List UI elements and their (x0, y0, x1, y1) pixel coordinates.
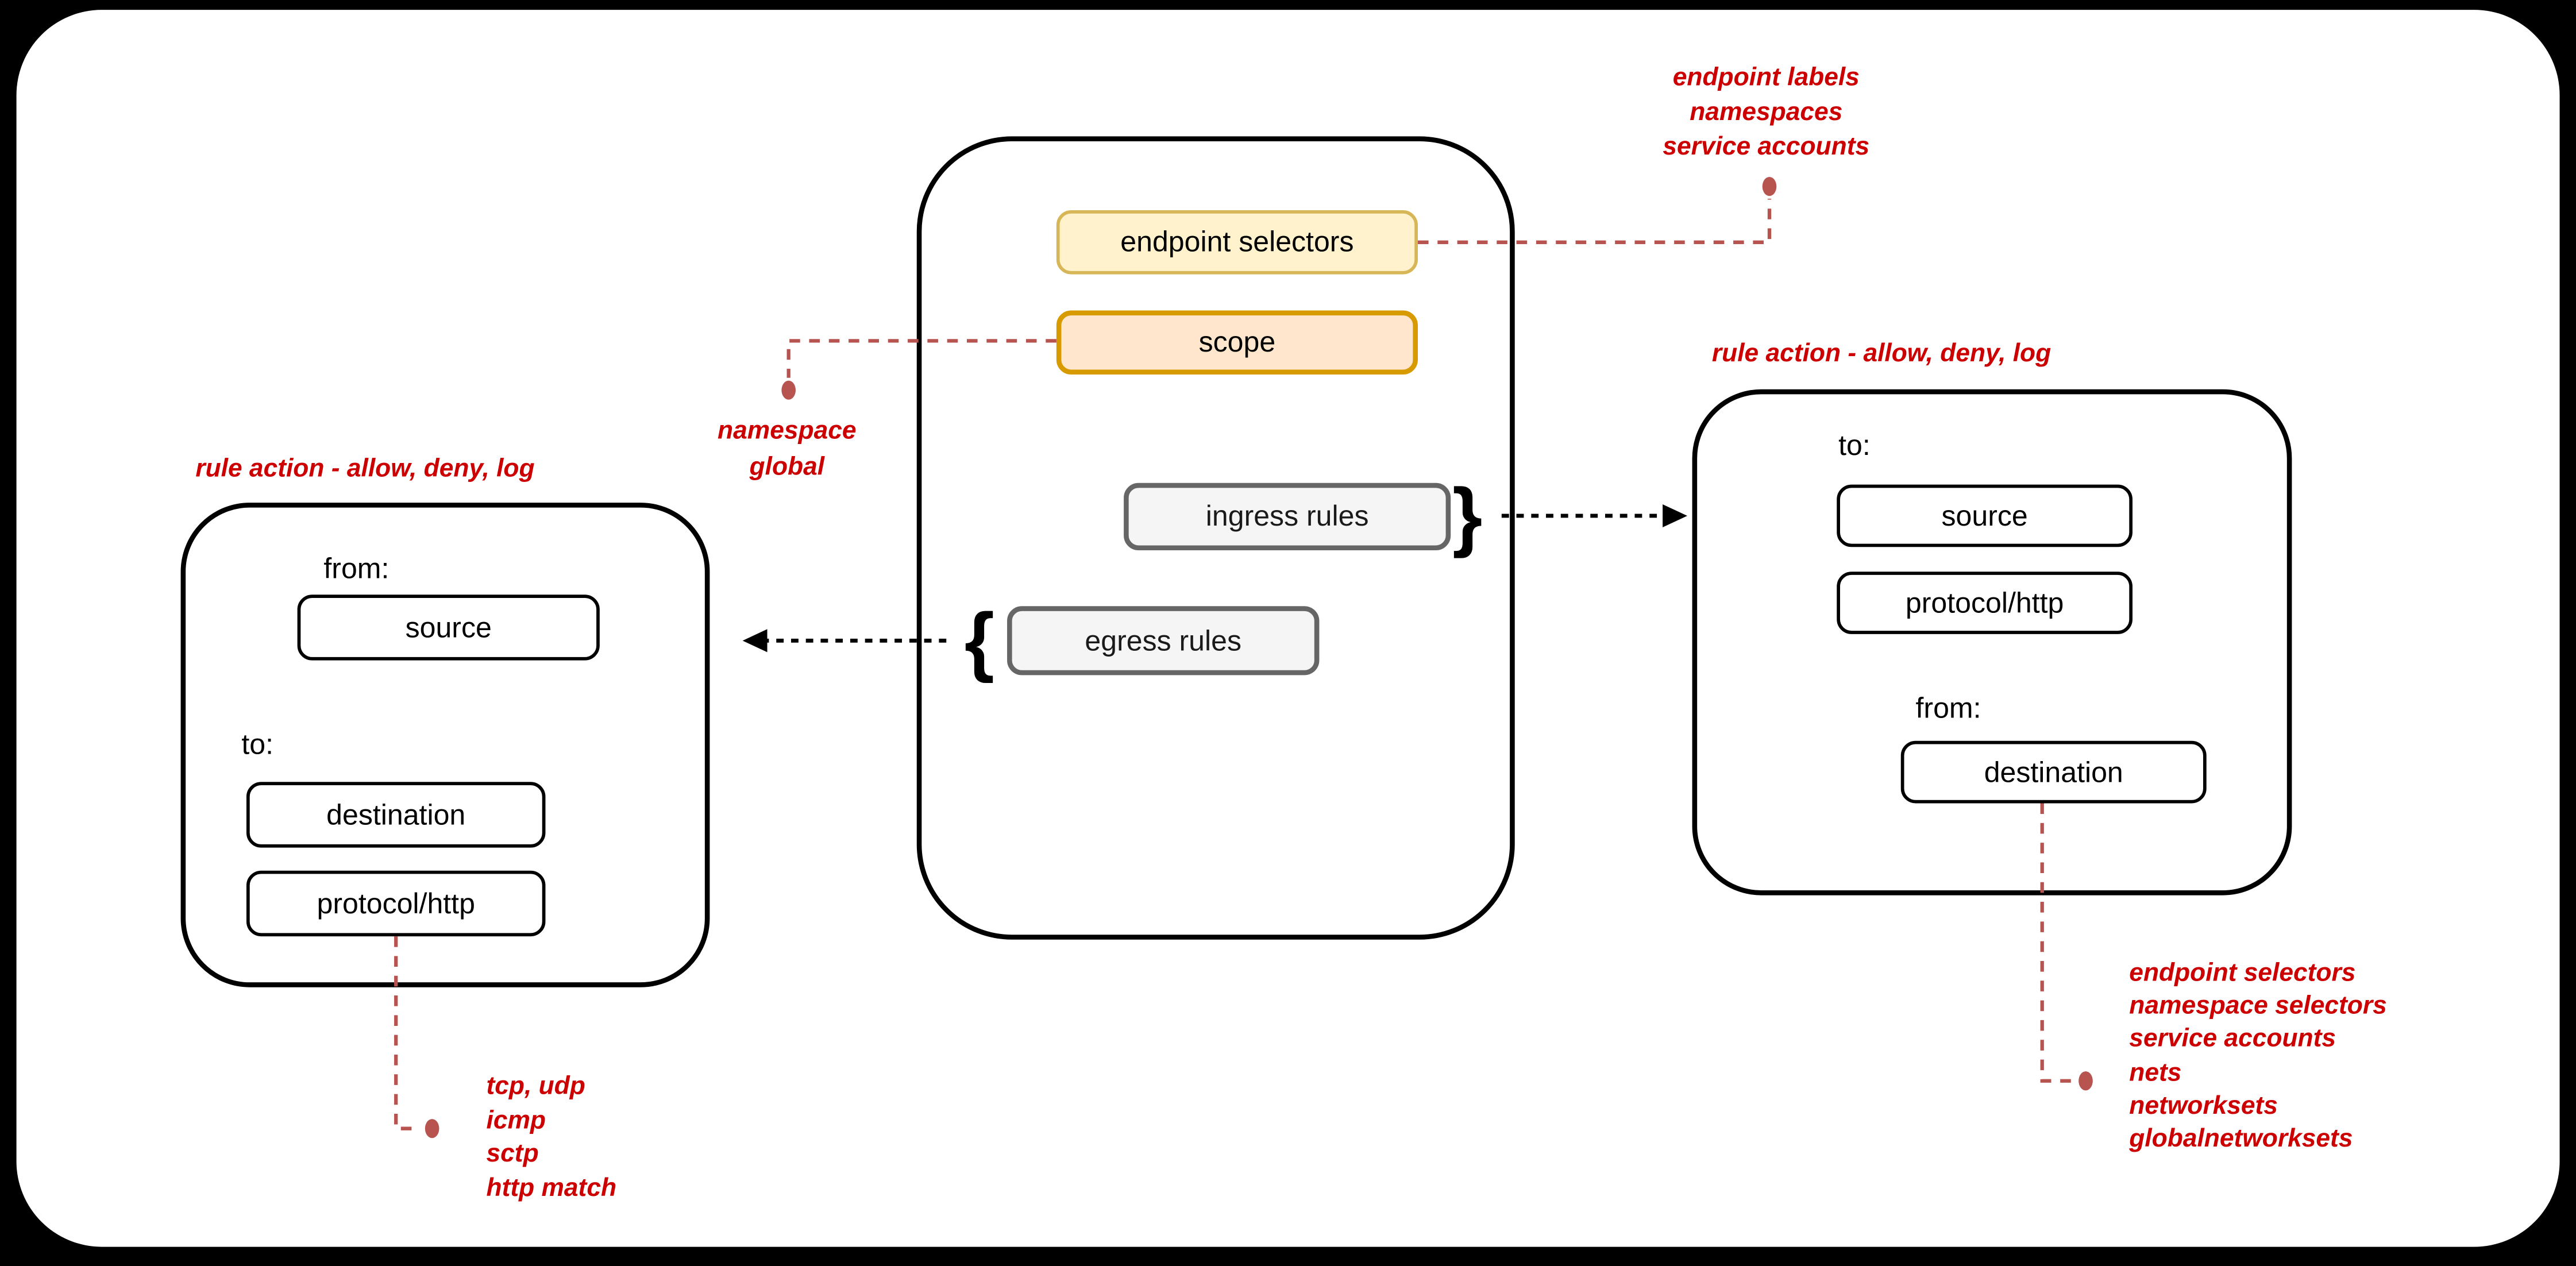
annotation-line: tcp, udp (486, 1072, 585, 1101)
egress-rule-action-note: rule action - allow, deny, log (195, 455, 535, 483)
egress-source-node: source (297, 595, 600, 661)
ingress-destination-label: destination (1984, 755, 2123, 788)
ingress-source-label: source (1941, 498, 2028, 532)
ingress-rule-action-note: rule action - allow, deny, log (1711, 339, 2051, 368)
annotation-line: nets (2129, 1059, 2182, 1087)
endpoint-selectors-annotation: endpoint labels namespaces service accou… (1569, 61, 1963, 164)
protocol-annotation: tcp, udp icmp sctp http match (486, 1071, 616, 1206)
ingress-rules-label: ingress rules (1205, 499, 1369, 532)
ingress-protocol-node: protocol/http (1837, 572, 2133, 634)
ingress-brace: } (1452, 471, 1483, 559)
annotation-line: endpoint selectors (2129, 959, 2356, 987)
egress-from-label: from: (323, 551, 390, 585)
annotation-line: global (749, 452, 825, 481)
egress-rules-node: egress rules (1007, 606, 1320, 676)
scope-node: scope (1056, 310, 1418, 375)
annotation-line: namespaces (1690, 98, 1843, 127)
annotation-line: namespace (718, 417, 857, 446)
egress-source-label: source (405, 610, 492, 643)
egress-destination-label: destination (326, 797, 466, 831)
ingress-from-label: from: (1915, 691, 1981, 725)
annotation-line: icmp (486, 1106, 546, 1134)
annotation-line: service accounts (2129, 1025, 2336, 1054)
annotation-line: service accounts (1663, 133, 1870, 161)
annotation-line: http match (486, 1174, 617, 1202)
annotation-line: endpoint labels (1672, 64, 1860, 92)
ingress-rules-node: ingress rules (1124, 483, 1451, 551)
ingress-to-label: to: (1838, 429, 1871, 462)
egress-protocol-node: protocol/http (246, 870, 546, 937)
scope-annotation: namespace global (680, 414, 894, 485)
egress-rules-label: egress rules (1085, 623, 1242, 657)
egress-destination-node: destination (246, 782, 546, 848)
ingress-protocol-label: protocol/http (1905, 585, 2064, 619)
annotation-line: namespace selectors (2129, 992, 2387, 1021)
egress-to-label: to: (241, 727, 274, 761)
ingress-detail-box (1692, 389, 2292, 896)
annotation-line: networksets (2129, 1092, 2278, 1120)
annotation-line: sctp (486, 1140, 539, 1168)
annotation-line: globalnetworksets (2129, 1125, 2353, 1153)
endpoint-selectors-node: endpoint selectors (1056, 210, 1418, 275)
egress-brace: { (964, 596, 995, 684)
egress-protocol-label: protocol/http (317, 886, 475, 920)
destination-annotation: endpoint selectors namespace selectors s… (2129, 958, 2386, 1157)
scope-label: scope (1198, 325, 1276, 358)
ingress-destination-node: destination (1900, 740, 2207, 804)
endpoint-selectors-label: endpoint selectors (1120, 225, 1354, 258)
ingress-source-node: source (1837, 484, 2133, 547)
